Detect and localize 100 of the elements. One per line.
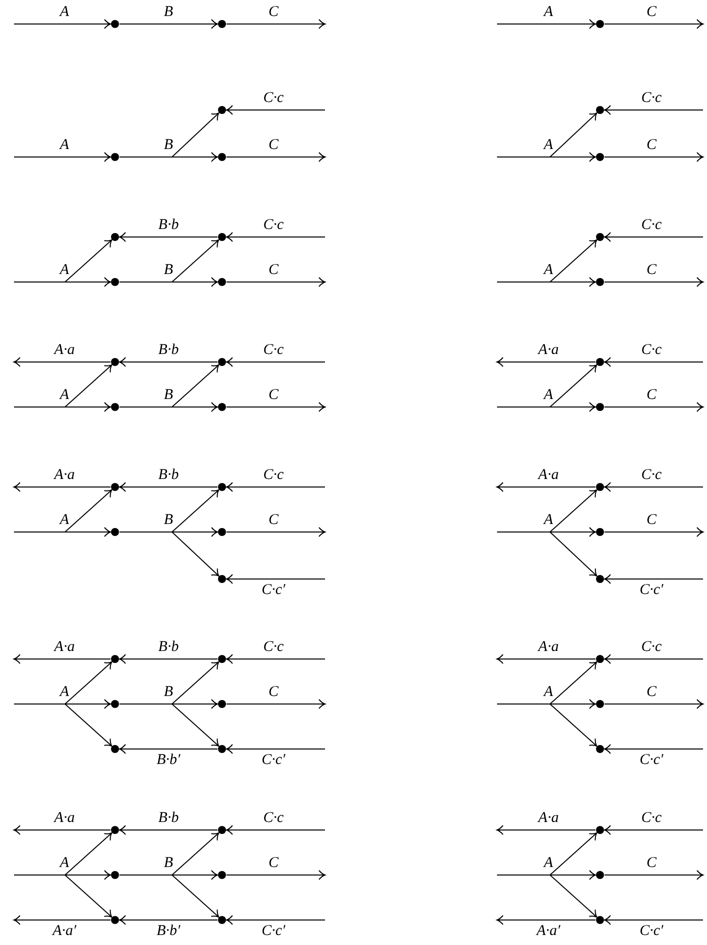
junction-dot (596, 483, 604, 491)
edge-label: A·a′ (52, 924, 76, 939)
edge-label: A (544, 685, 554, 700)
junction-dot (218, 871, 226, 879)
edge-label: A·a (538, 468, 559, 483)
edge-label: A·a (538, 811, 559, 826)
junction-dot (596, 278, 604, 286)
edge-label: C (646, 856, 656, 871)
edge-label: A·a (54, 640, 75, 655)
edge-label: C·c′ (262, 583, 286, 598)
junction-dot (596, 655, 604, 663)
edge-label: A (60, 513, 70, 528)
junction-dot (111, 916, 119, 924)
junction-dot (111, 20, 119, 28)
edge-label: C (268, 5, 278, 20)
junction-dot (596, 826, 604, 834)
edge-label: C (646, 138, 656, 153)
junction-dot (596, 403, 604, 411)
edge-label: C·c (263, 811, 284, 826)
edge-label: C (268, 513, 278, 528)
junction-dot (596, 20, 604, 28)
edge-label: A·a (538, 640, 559, 655)
edge-label: C (646, 685, 656, 700)
edge-label: A (60, 263, 70, 278)
edge-label: C·c (641, 468, 662, 483)
junction-dot (596, 358, 604, 366)
junction-dot (111, 483, 119, 491)
junction-dot (218, 700, 226, 708)
junction-dot (218, 153, 226, 161)
edge-label: C·c′ (640, 924, 664, 939)
edge-label: C (268, 856, 278, 871)
edge-label: B·b (158, 811, 179, 826)
edge-label: B·b (158, 218, 179, 233)
edge-label: C·c (263, 218, 284, 233)
junction-dot (596, 528, 604, 536)
edge-label: C (268, 263, 278, 278)
junction-dot (218, 403, 226, 411)
edge-label: B·b (158, 640, 179, 655)
junction-dot (218, 745, 226, 753)
junction-dot (596, 233, 604, 241)
edge-label: A (60, 388, 70, 403)
junction-dot (111, 153, 119, 161)
edge-label: C (646, 5, 656, 20)
edge-label: C·c′ (262, 924, 286, 939)
edge-label: C·c (263, 343, 284, 358)
edge-label: C·c (641, 91, 662, 106)
junction-dot (111, 655, 119, 663)
junction-dot (111, 403, 119, 411)
junction-dot (218, 528, 226, 536)
edge-label: B (164, 138, 174, 153)
junction-dot (111, 278, 119, 286)
edge-label: A·a (54, 468, 75, 483)
junction-dot (596, 916, 604, 924)
junction-dot (111, 745, 119, 753)
edge-label: A (544, 138, 554, 153)
junction-dot (111, 871, 119, 879)
edge-label: C (646, 388, 656, 403)
edge-label: B (164, 513, 174, 528)
junction-dot (218, 233, 226, 241)
edge-label: C·c (263, 91, 284, 106)
edge-label: A (60, 138, 70, 153)
edge-label: B (164, 856, 174, 871)
edge-label: B (164, 685, 174, 700)
junction-dot (218, 826, 226, 834)
edge-label: A (544, 263, 554, 278)
edge-label: C·c (641, 343, 662, 358)
edge-label: B (164, 263, 174, 278)
edge-label: C (268, 388, 278, 403)
junction-dot (111, 528, 119, 536)
junction-dot (218, 916, 226, 924)
edge-label: C·c′ (262, 753, 286, 768)
junction-dot (596, 700, 604, 708)
junction-dot (111, 700, 119, 708)
junction-dot (596, 106, 604, 114)
edge-label: B·b′ (156, 753, 180, 768)
junction-dot (596, 745, 604, 753)
edge-label: C·c (263, 640, 284, 655)
junction-dot (111, 358, 119, 366)
edge-label: C·c (263, 468, 284, 483)
junction-dot (596, 871, 604, 879)
edge-label: A (60, 856, 70, 871)
junction-dot (218, 20, 226, 28)
edge-label: A (544, 513, 554, 528)
edge-label: C (646, 513, 656, 528)
edge-label: C·c (641, 640, 662, 655)
edge-label: A·a′ (536, 924, 560, 939)
junction-dot (218, 483, 226, 491)
edge-label: A·a (54, 811, 75, 826)
edge-label: C (268, 685, 278, 700)
edge-label: C·c (641, 218, 662, 233)
edge-label: C·c (641, 811, 662, 826)
edge-label: A·a (538, 343, 559, 358)
edge-label: A·a (54, 343, 75, 358)
junction-dot (218, 575, 226, 583)
edge-label: B (164, 388, 174, 403)
junction-dot (218, 278, 226, 286)
edge-label: C (646, 263, 656, 278)
edge-label: A (544, 5, 554, 20)
edge-label: B·b (158, 343, 179, 358)
junction-dot (596, 153, 604, 161)
